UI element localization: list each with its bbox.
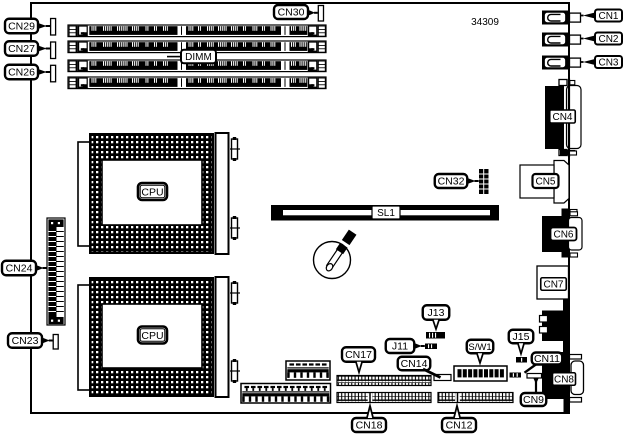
svg-text:CN12: CN12 [446, 420, 473, 432]
svg-text:DIMM: DIMM [185, 52, 212, 63]
svg-text:CN17: CN17 [345, 349, 372, 361]
svg-text:CN2: CN2 [598, 34, 618, 45]
svg-text:J15: J15 [513, 331, 530, 343]
svg-text:SL1: SL1 [377, 208, 395, 219]
svg-text:34309: 34309 [471, 17, 499, 28]
svg-text:CN30: CN30 [278, 7, 305, 19]
svg-text:CN18: CN18 [356, 420, 383, 432]
svg-text:CN9: CN9 [523, 394, 544, 406]
svg-text:CN1: CN1 [598, 11, 618, 22]
svg-text:CN26: CN26 [8, 67, 35, 79]
svg-text:CN3: CN3 [598, 58, 618, 69]
svg-text:CN32: CN32 [438, 176, 465, 188]
svg-text:CN7: CN7 [543, 280, 563, 291]
svg-text:CN29: CN29 [8, 21, 35, 33]
svg-text:CN23: CN23 [12, 335, 39, 347]
svg-text:CPU: CPU [141, 330, 163, 342]
svg-text:CN11: CN11 [534, 353, 560, 365]
svg-text:J13: J13 [428, 307, 445, 319]
svg-text:CN4: CN4 [552, 112, 572, 123]
svg-text:CN24: CN24 [6, 263, 33, 275]
svg-text:CN6: CN6 [553, 230, 573, 241]
svg-text:CN14: CN14 [401, 358, 428, 370]
svg-text:CN27: CN27 [8, 43, 35, 55]
svg-text:J11: J11 [392, 341, 408, 353]
svg-text:CN5: CN5 [535, 177, 555, 188]
svg-text:CN8: CN8 [554, 375, 574, 386]
svg-text:CPU: CPU [141, 187, 163, 199]
svg-text:S/W1: S/W1 [468, 342, 491, 353]
